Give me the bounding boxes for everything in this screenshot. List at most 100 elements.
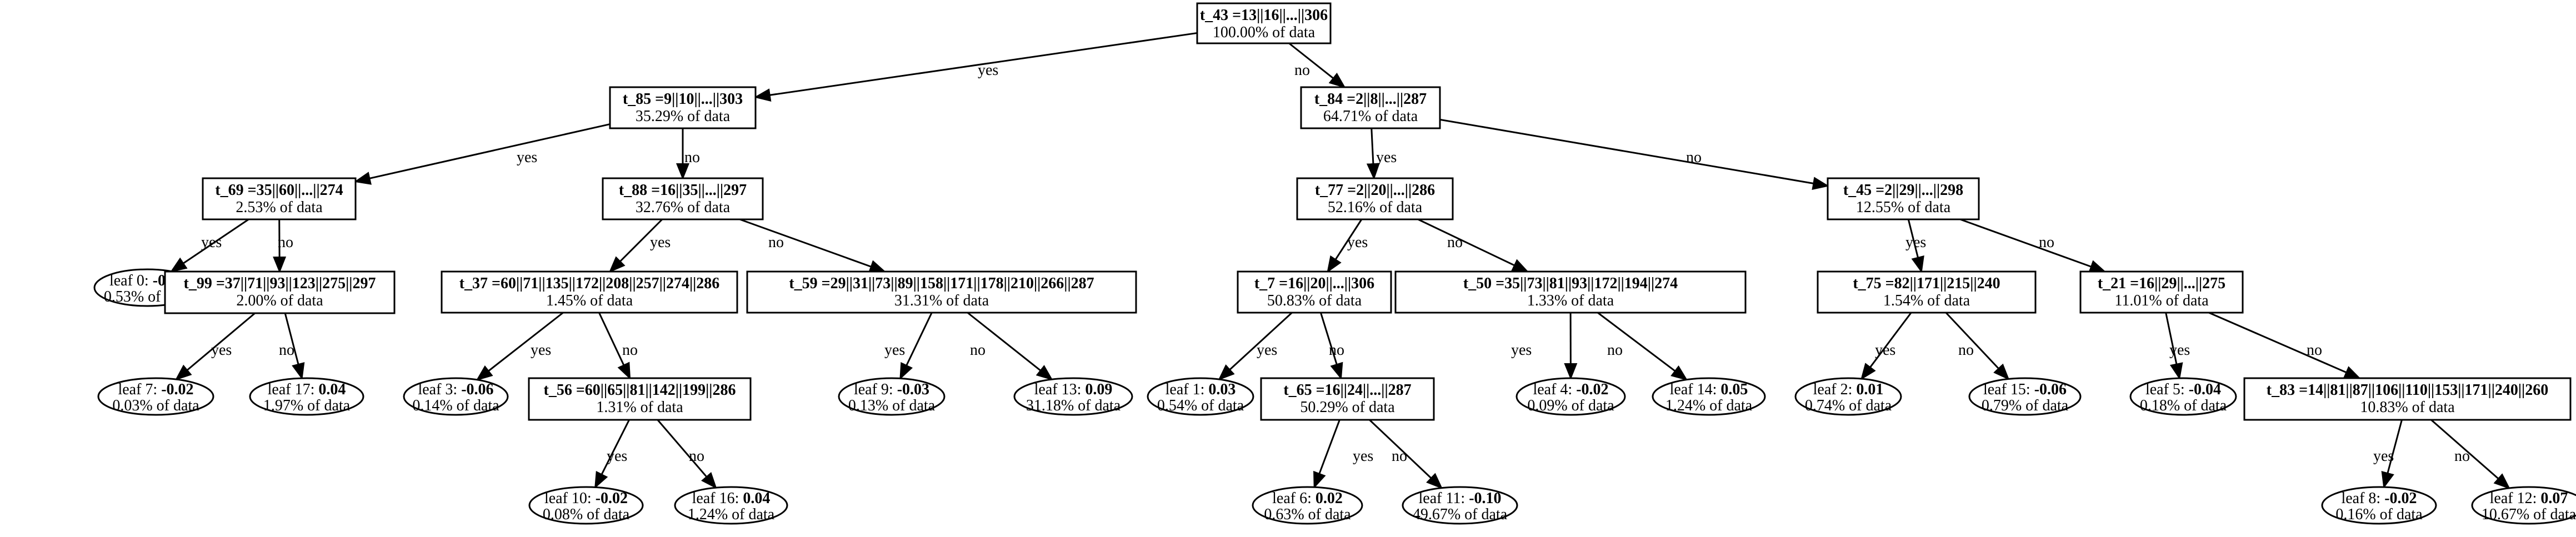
- edge-label-yes: yes: [1257, 342, 1277, 359]
- leaf-value: -0.02: [596, 490, 628, 507]
- edge-t45-t21: [1959, 218, 2107, 273]
- split-box: [1296, 177, 1454, 220]
- leaf-name: leaf 16:: [692, 490, 743, 507]
- leaf-node-leaf5: leaf 5: -0.040.18% of data: [2129, 377, 2237, 416]
- split-condition: t_77 =2||20||...||286: [1315, 182, 1435, 199]
- leaf-ellipse: [2471, 486, 2576, 525]
- leaf-ellipse: [838, 377, 946, 416]
- edge-t75-leaf15: [1945, 312, 2010, 380]
- leaf-percentage: 0.18% of data: [2140, 397, 2227, 414]
- leaf-value: 0.05: [1720, 381, 1748, 398]
- edge-t7-leaf1: [1218, 312, 1293, 381]
- leaf-node-leaf6: leaf 6: 0.020.63% of data: [1252, 486, 1363, 525]
- leaf-label: leaf 2: 0.01: [1813, 381, 1884, 398]
- split-box: [1300, 86, 1441, 129]
- edge-t56-leaf16: [657, 419, 717, 489]
- edge-t99-leaf17: [284, 313, 305, 380]
- leaf-name: leaf 6:: [1272, 490, 1315, 507]
- split-condition: t_83 =14||81||87||106||110||153||171||24…: [2267, 382, 2548, 399]
- leaf-label: leaf 8: -0.02: [2341, 490, 2417, 507]
- edge-label-yes: yes: [1875, 342, 1895, 359]
- split-percentage: 52.16% of data: [1328, 199, 1423, 216]
- leaf-value: 0.04: [743, 490, 770, 507]
- leaf-percentage: 0.03% of data: [112, 397, 199, 414]
- split-box: [528, 377, 752, 421]
- leaf-name: leaf 4:: [1533, 381, 1576, 398]
- edge-t83-leaf8: [2381, 419, 2403, 489]
- edge-t65-leaf6: [1313, 419, 1340, 489]
- edge-t43-t85: [754, 32, 1198, 102]
- split-percentage: 100.00% of data: [1213, 24, 1315, 41]
- leaf-value: 0.01: [1856, 381, 1883, 398]
- leaf-value: -0.02: [161, 381, 193, 398]
- leaf-percentage: 0.79% of data: [1982, 397, 2069, 414]
- edge-label-yes: yes: [1353, 448, 1373, 465]
- edge-label-no: no: [1958, 342, 1974, 359]
- leaf-label: leaf 10: -0.02: [544, 490, 628, 507]
- leaf-label: leaf 15: -0.06: [1983, 381, 2067, 398]
- leaf-ellipse: [1794, 377, 1902, 416]
- split-condition: t_75 =82||171||215||240: [1853, 275, 2000, 292]
- edge-t88-t37: [608, 218, 663, 273]
- leaf-ellipse: [2129, 377, 2237, 416]
- leaf-label: leaf 7: -0.02: [118, 381, 193, 398]
- edge-label-no: no: [1686, 149, 1702, 166]
- split-node-t37: t_37 =60||71||135||172||208||257||274||2…: [441, 270, 738, 314]
- leaf-label: leaf 9: -0.03: [854, 381, 929, 398]
- leaf-value: -0.06: [461, 381, 493, 398]
- split-percentage: 10.83% of data: [2360, 399, 2455, 416]
- leaf-name: leaf 14:: [1670, 381, 1721, 398]
- split-percentage: 1.45% of data: [546, 292, 633, 309]
- edge-label-no: no: [689, 448, 704, 465]
- leaf-node-leaf3: leaf 3: -0.060.14% of data: [403, 377, 509, 416]
- split-condition: t_37 =60||71||135||172||208||257||274||2…: [459, 275, 720, 292]
- split-percentage: 50.83% of data: [1267, 292, 1362, 309]
- leaf-label: leaf 12: 0.07: [2490, 490, 2568, 507]
- leaf-ellipse: [1013, 377, 1133, 416]
- leaf-ellipse: [97, 377, 214, 416]
- leaf-label: leaf 6: 0.02: [1272, 490, 1343, 507]
- edge-t69-t99: [273, 219, 287, 273]
- edge-label-no: no: [970, 342, 986, 359]
- leaf-label: leaf 13: 0.09: [1034, 381, 1113, 398]
- edge-t99-leaf7: [174, 312, 256, 381]
- leaf-percentage: 31.18% of data: [1026, 397, 1121, 414]
- split-box: [1394, 270, 1747, 314]
- leaf-value: -0.02: [1576, 381, 1608, 398]
- split-box: [2079, 270, 2244, 314]
- leaf-name: leaf 10:: [544, 490, 596, 507]
- leaf-name: leaf 8:: [2341, 490, 2384, 507]
- leaf-ellipse: [1652, 377, 1766, 416]
- edge-label-no: no: [768, 234, 784, 251]
- leaf-ellipse: [1147, 377, 1254, 416]
- leaf-node-leaf15: leaf 15: -0.060.79% of data: [1968, 377, 2082, 416]
- split-condition: t_56 =60||65||81||142||199||286: [544, 382, 736, 399]
- split-percentage: 1.31% of data: [596, 399, 683, 416]
- leaf-node-leaf10: leaf 10: -0.020.08% of data: [528, 486, 644, 525]
- leaf-ellipse: [249, 377, 364, 416]
- leaf-label: leaf 14: 0.05: [1670, 381, 1748, 398]
- split-percentage: 50.29% of data: [1300, 399, 1395, 416]
- split-condition: t_88 =16||35||...||297: [619, 182, 747, 199]
- split-box: [1260, 377, 1435, 421]
- edge-label-no: no: [278, 234, 293, 251]
- edge-t77-t50: [1417, 218, 1529, 273]
- leaf-value: -0.03: [897, 381, 929, 398]
- split-node-t83: t_83 =14||81||87||106||110||153||171||24…: [2243, 377, 2572, 421]
- edge-label-yes: yes: [607, 448, 627, 465]
- edge-label-no: no: [279, 342, 294, 359]
- leaf-value: -0.02: [2384, 490, 2417, 507]
- edge-label-yes: yes: [2169, 342, 2190, 359]
- leaf-ellipse: [403, 377, 509, 416]
- edge-t21-t83: [2208, 312, 2362, 379]
- edge-label-no: no: [2307, 342, 2322, 359]
- split-percentage: 2.53% of data: [236, 199, 323, 216]
- leaf-value: -0.10: [1469, 490, 1501, 507]
- leaf-percentage: 0.74% of data: [1805, 397, 1892, 414]
